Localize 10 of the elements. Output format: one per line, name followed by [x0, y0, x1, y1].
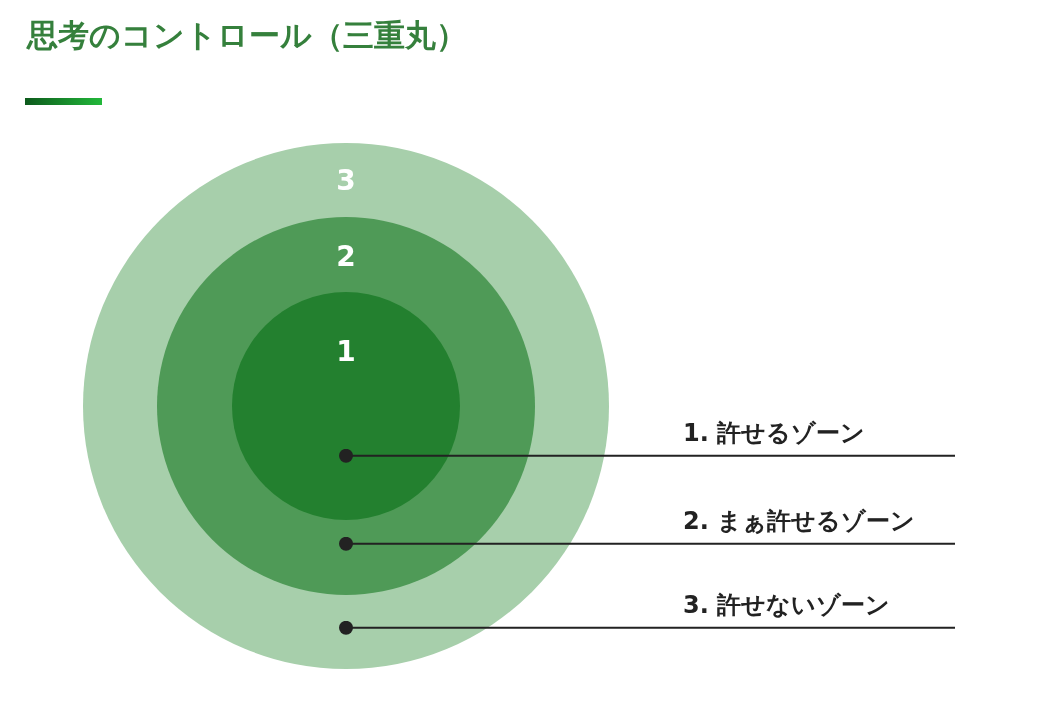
leader-line	[339, 620, 956, 635]
zone-label: 2. まぁ許せるゾーン	[683, 507, 916, 544]
zone-number: 3	[336, 167, 356, 195]
zone-label: 1. 許せるゾーン	[683, 419, 866, 456]
zone-label: 3. 許せないゾーン	[683, 591, 891, 628]
leader-line	[339, 448, 956, 463]
zone-number: 1	[336, 338, 356, 366]
title: 思考のコントロール（三重丸）	[27, 17, 467, 55]
leader-line	[339, 536, 956, 551]
zone-number: 2	[336, 243, 356, 271]
